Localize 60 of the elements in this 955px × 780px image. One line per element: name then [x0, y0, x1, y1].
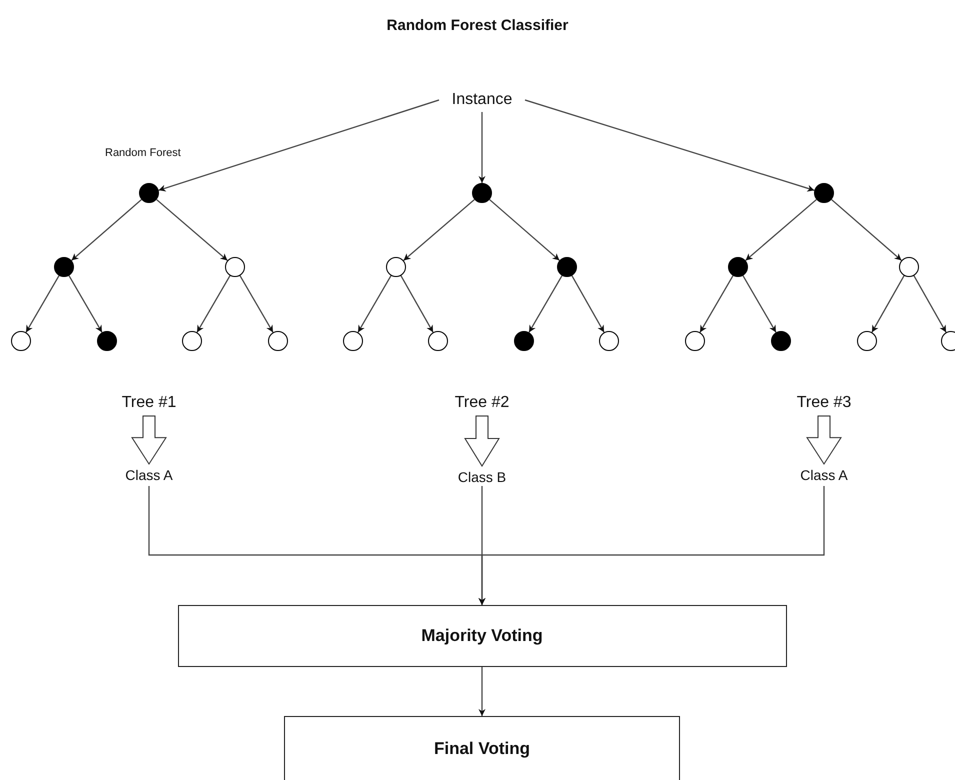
diagram-title: Random Forest Classifier	[386, 17, 570, 34]
box-label: Final Voting	[434, 739, 530, 759]
arrow	[831, 199, 902, 261]
arrow	[478, 112, 486, 183]
filled-tree-node	[54, 257, 74, 277]
arrow	[71, 199, 142, 261]
arrow	[403, 199, 475, 261]
filled-tree-node	[814, 183, 834, 203]
arrow	[571, 275, 605, 333]
process-box	[178, 605, 786, 667]
node-label: Class A	[800, 467, 848, 483]
empty-tree-node	[343, 331, 363, 351]
arrow	[528, 275, 562, 333]
node-label: Instance	[452, 91, 512, 109]
filled-tree-node	[514, 331, 534, 351]
filled-tree-node	[97, 331, 117, 351]
arrow	[240, 275, 274, 333]
filled-tree-node	[139, 183, 159, 203]
node-label: Class A	[125, 467, 173, 483]
hollow-arrow	[806, 416, 842, 465]
empty-tree-node	[941, 331, 955, 351]
filled-tree-node	[728, 257, 748, 277]
arrow	[196, 275, 230, 333]
empty-tree-node	[599, 331, 619, 351]
filled-tree-node	[557, 257, 577, 277]
node-label: Tree #1	[122, 394, 176, 412]
box-label: Majority Voting	[421, 626, 543, 646]
arrow	[400, 275, 434, 333]
arrow	[871, 275, 905, 333]
arrow	[26, 275, 60, 333]
arrow	[524, 99, 815, 192]
empty-tree-node	[268, 331, 288, 351]
arrow	[68, 275, 102, 333]
arrow	[478, 667, 486, 716]
arrow	[913, 275, 947, 333]
arrow	[700, 275, 734, 333]
filled-tree-node	[472, 183, 492, 203]
node-label: Tree #3	[796, 394, 852, 412]
hollow-arrow	[464, 416, 500, 467]
empty-tree-node	[182, 331, 202, 351]
arrow	[478, 486, 825, 605]
arrow	[158, 99, 440, 192]
process-box	[284, 716, 680, 780]
arrow	[358, 275, 392, 333]
filled-tree-node	[771, 331, 791, 351]
empty-tree-node	[386, 257, 406, 277]
empty-tree-node	[225, 257, 245, 277]
arrow	[156, 199, 228, 261]
arrow	[745, 199, 817, 261]
arrow	[489, 199, 560, 261]
node-label: Tree #2	[454, 394, 510, 412]
empty-tree-node	[685, 331, 705, 351]
annotation-label: Random Forest	[105, 147, 181, 159]
empty-tree-node	[11, 331, 31, 351]
empty-tree-node	[428, 331, 448, 351]
node-label: Class B	[458, 469, 506, 485]
empty-tree-node	[857, 331, 877, 351]
empty-tree-node	[899, 257, 919, 277]
arrow	[742, 275, 776, 333]
hollow-arrow	[131, 416, 167, 465]
